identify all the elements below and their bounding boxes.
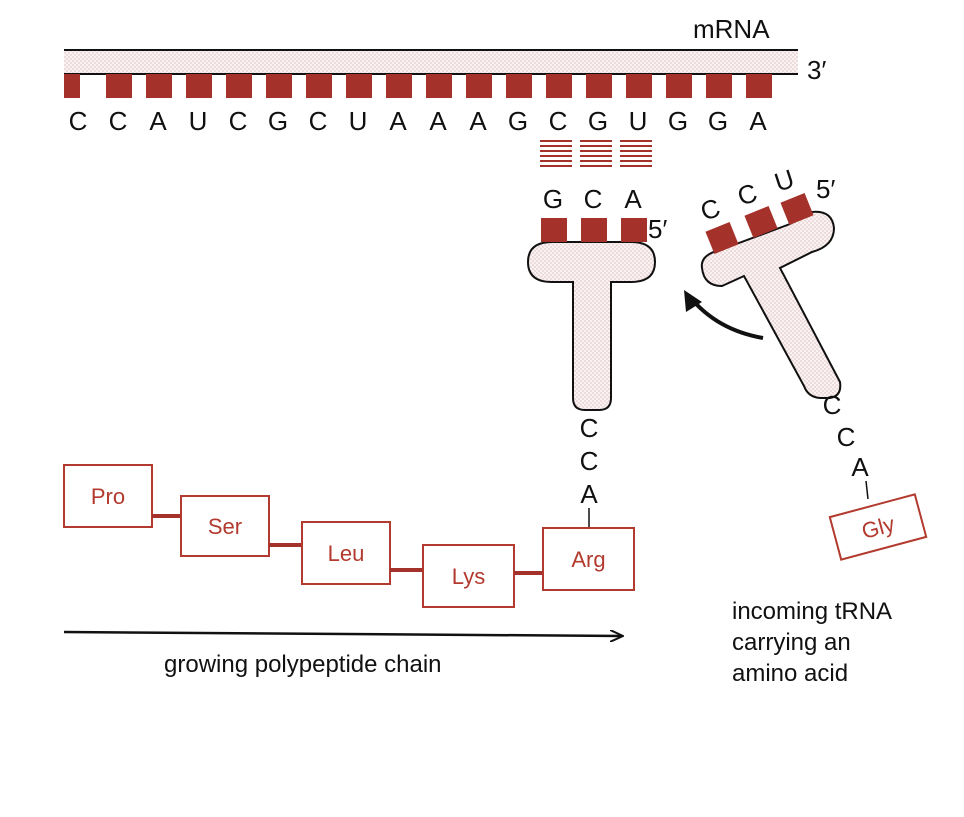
bound-trna-acceptor-stem: CCA — [580, 413, 599, 509]
incoming-anticodon-letter: C — [734, 177, 761, 211]
mrna-base-block — [626, 74, 652, 98]
mrna-base-letter: G — [668, 106, 688, 136]
incoming-trna-body — [700, 210, 842, 399]
mrna-base-block — [586, 74, 612, 98]
mrna-base-block — [146, 74, 172, 98]
mrna-base-letter: C — [69, 106, 88, 136]
amino-acid-label: Lys — [452, 564, 485, 589]
mrna-base-block — [666, 74, 692, 98]
incoming-acceptor-letter: C — [823, 390, 842, 420]
incoming-anticodon-block — [744, 206, 778, 238]
mrna-base-block — [346, 74, 372, 98]
mrna-base-block — [106, 74, 132, 98]
move-arrow — [688, 295, 764, 340]
incoming-trna-5prime-label: 5′ — [816, 174, 835, 204]
mrna-base-letter: U — [189, 106, 208, 136]
mrna-base-block — [266, 74, 292, 98]
incoming-anticodon-block — [780, 193, 814, 225]
amino-acid-label: Pro — [91, 484, 125, 509]
mrna-base-block — [64, 74, 80, 98]
incoming-amino-acid-box: Gly — [828, 493, 928, 561]
amino-acid-box — [301, 521, 391, 585]
bound-acceptor-letter: C — [580, 413, 599, 443]
growing-chain-caption: growing polypeptide chain — [164, 651, 442, 678]
mrna-base-letter: U — [629, 106, 648, 136]
incoming-anticodon-block — [705, 222, 739, 254]
growing-chain-arrow: growing polypeptide chain — [63, 632, 622, 678]
codon-anticodon-pairing — [540, 140, 652, 167]
bound-anticodon-block — [581, 218, 607, 242]
mrna-base-letter: A — [469, 106, 487, 136]
mrna-base-letter: U — [349, 106, 368, 136]
mrna-base-letter: G — [588, 106, 608, 136]
mrna-base-block — [466, 74, 492, 98]
bound-acceptor-letter: A — [580, 479, 598, 509]
amino-acid-label: Arg — [571, 547, 605, 572]
move-arrow-head — [684, 290, 702, 312]
bound-acceptor-letter: C — [580, 446, 599, 476]
incoming-anticodon-letter: C — [697, 192, 724, 226]
incoming-anticodon-letter: U — [771, 163, 798, 197]
mrna-base-letter: A — [389, 106, 407, 136]
amino-acid-label: Ser — [208, 514, 242, 539]
mrna-base-block — [226, 74, 252, 98]
incoming-trna-caption-line-2: carrying an — [732, 629, 851, 656]
bound-anticodon-block — [621, 218, 647, 242]
mrna-3prime-label: 3′ — [807, 55, 826, 85]
bound-trna-5prime-label: 5′ — [648, 214, 667, 244]
amino-acid-box — [180, 495, 270, 557]
incoming-trna-aa-link — [865, 480, 869, 500]
mrna-base-letter: G — [708, 106, 728, 136]
mrna-base-block — [506, 74, 532, 98]
incoming-trna-caption-line-1: incoming tRNA — [732, 598, 892, 625]
incoming-trna-caption-line-3: amino acid — [732, 660, 848, 687]
mrna-base-block — [426, 74, 452, 98]
mrna-base-block — [186, 74, 212, 98]
amino-acid-box — [63, 464, 153, 528]
incoming-acceptor-letter: A — [851, 452, 869, 482]
mrna-base-block — [546, 74, 572, 98]
mrna-base-letter: G — [268, 106, 288, 136]
mrna-base-block — [306, 74, 332, 98]
mrna-base-letter: A — [749, 106, 767, 136]
incoming-trna-caption: incoming tRNA carrying an amino acid — [732, 598, 892, 687]
bound-anticodon-letter: A — [624, 184, 642, 214]
incoming-trna-acceptor-stem: CCA — [823, 390, 870, 482]
mrna-base-letter: C — [109, 106, 128, 136]
mrna-base-block — [706, 74, 732, 98]
mrna-base-letter: C — [229, 106, 248, 136]
incoming-acceptor-letter: C — [837, 422, 856, 452]
bound-anticodon-letter: C — [584, 184, 603, 214]
bound-trna-body — [526, 241, 657, 411]
mrna-label: mRNA — [693, 14, 770, 44]
growing-chain-arrow-line — [63, 632, 622, 636]
bound-anticodon-block — [541, 218, 567, 242]
bound-anticodon-letter: G — [543, 184, 563, 214]
mrna-base-letter: A — [149, 106, 167, 136]
amino-acid-box — [422, 544, 515, 608]
mrna-base-block — [386, 74, 412, 98]
mrna-base-letter: A — [429, 106, 447, 136]
mrna-base-letter: G — [508, 106, 528, 136]
mrna-backbone — [64, 50, 798, 74]
mrna-base-block — [746, 74, 772, 98]
amino-acid-box — [542, 527, 635, 591]
amino-acid-label: Leu — [328, 541, 365, 566]
mrna-base-letter: C — [549, 106, 568, 136]
mrna-base-letter: C — [309, 106, 328, 136]
